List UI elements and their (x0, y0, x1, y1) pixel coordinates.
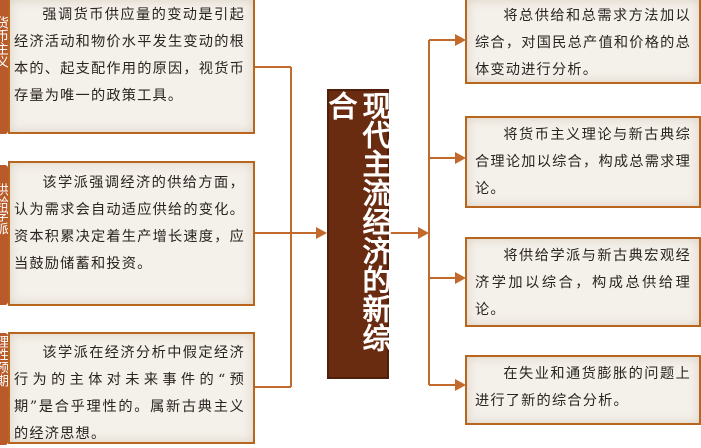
text-monetarism: 强调货币供应量的变动是引起经济活动和物价水平发生变动的根本的、起支配作用的原因，… (14, 7, 245, 104)
box-rational-expectations: 该学派在经济分析中假定经济行为的主体对未来事件的“预期”是合乎理性的。属新古典主… (8, 332, 255, 444)
tab-rational-expectations: 理性预期 (0, 333, 8, 445)
arrowhead-right-1 (455, 34, 466, 46)
arrowhead-into-center (316, 227, 327, 239)
tab-label-rational-expectations: 理性预期 (0, 335, 8, 387)
box-aggregate-demand: 将货币主义理论与新古典综合理论加以综合，构成总需求理论。 (465, 116, 701, 208)
box-aggregate-analysis: 将总供给和总需求方法加以综合，对国民总产值和价格的总体变动进行分析。 (465, 0, 701, 84)
tab-label-monetarism: 货币主义 (0, 16, 8, 68)
box-supply-side: 该学派强调经济的供给方面，认为需求会自动适应供给的变化。资本积累决定着生产增长速… (8, 161, 255, 306)
text-rational-expectations: 该学派在经济分析中假定经济行为的主体对未来事件的“预期”是合乎理性的。属新古典主… (14, 345, 245, 442)
arrowhead-right-3 (455, 272, 466, 284)
center-title-box: 现代主流经济的新综合 (324, 89, 392, 379)
text-supply-side: 该学派强调经济的供给方面，认为需求会自动适应供给的变化。资本积累决定着生产增长速… (14, 175, 245, 272)
tab-label-supply-side: 供给学派 (0, 183, 8, 235)
box-unemployment-inflation: 在失业和通货膨胀的问题上进行了新的综合分析。 (465, 355, 701, 425)
text-unemployment-inflation: 在失业和通货膨胀的问题上进行了新的综合分析。 (475, 366, 691, 409)
arrowhead-right-4 (455, 379, 466, 391)
tab-monetarism: 货币主义 (0, 0, 8, 134)
arrowhead-right-2 (455, 152, 466, 164)
text-aggregate-supply: 将供给学派与新古典宏观经济学加以综合，构成总供给理论。 (475, 248, 691, 318)
box-monetarism: 强调货币供应量的变动是引起经济活动和物价水平发生变动的根本的、起支配作用的原因，… (8, 0, 255, 134)
center-title: 现代主流经济的新综合 (324, 91, 392, 352)
connector-lines (255, 34, 466, 391)
text-aggregate-demand: 将货币主义理论与新古典综合理论加以综合，构成总需求理论。 (475, 127, 691, 197)
box-aggregate-supply: 将供给学派与新古典宏观经济学加以综合，构成总供给理论。 (465, 237, 701, 327)
arrowhead-into-right-spine (418, 227, 429, 239)
tab-supply-side: 供给学派 (0, 165, 8, 305)
text-aggregate-analysis: 将总供给和总需求方法加以综合，对国民总产值和价格的总体变动进行分析。 (475, 8, 691, 78)
